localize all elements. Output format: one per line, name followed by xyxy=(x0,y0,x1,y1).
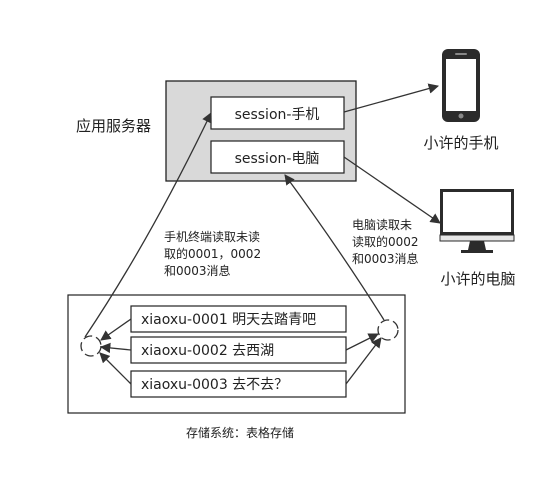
msg3-to-pc-arrow xyxy=(345,337,382,385)
phone-session-arrow xyxy=(343,83,440,113)
phone-reader-node xyxy=(80,335,102,357)
message-text-2: xiaoxu-0002 去西湖 xyxy=(141,343,274,359)
pc-reader-node xyxy=(377,319,399,341)
pc-session-arrow xyxy=(343,156,441,224)
pc-read-note: 电脑读取未 读取的0002 和0003消息 xyxy=(352,218,419,266)
phone-label: 小许的手机 xyxy=(423,134,498,152)
pc-label: 小许的电脑 xyxy=(440,270,515,288)
msg2-to-phone-arrow xyxy=(99,342,132,354)
message-text-3: xiaoxu-0003 去不去？ xyxy=(141,377,288,393)
phone-icon xyxy=(442,49,480,122)
session-phone-label: session-手机 xyxy=(235,107,320,123)
phone-note-line: 取的0001，0002 xyxy=(164,246,261,261)
message-row-2 xyxy=(130,336,347,364)
phone-reader-to-session-arrow xyxy=(84,112,212,338)
pc-note-line: 读取的0002 xyxy=(352,234,419,249)
monitor-icon xyxy=(439,189,515,253)
pc-reader-to-session-arrow xyxy=(284,174,385,321)
phone-read-note: 手机终端读取未读 取的0001，0002 和0003消息 xyxy=(164,229,261,278)
server-label: 应用服务器 xyxy=(76,117,151,135)
phone-note-line: 和0003消息 xyxy=(164,263,231,278)
msg1-to-phone-arrow xyxy=(100,318,132,341)
session-pc-box xyxy=(210,140,345,174)
storage-caption: 存储系统：表格存储 xyxy=(186,425,294,440)
message-row-3 xyxy=(130,370,347,398)
message-row-1 xyxy=(130,305,347,333)
message-text-1: xiaoxu-0001 明天去踏青吧 xyxy=(141,312,316,328)
msg3-to-phone-arrow xyxy=(99,352,132,385)
pc-note-line: 电脑读取未 xyxy=(352,218,412,232)
phone-note-line: 手机终端读取未读 xyxy=(164,229,260,244)
session-phone-box xyxy=(210,96,345,130)
pc-note-line: 和0003消息 xyxy=(352,251,419,266)
msg2-to-pc-arrow xyxy=(345,333,379,351)
session-pc-label: session-电脑 xyxy=(235,151,320,167)
